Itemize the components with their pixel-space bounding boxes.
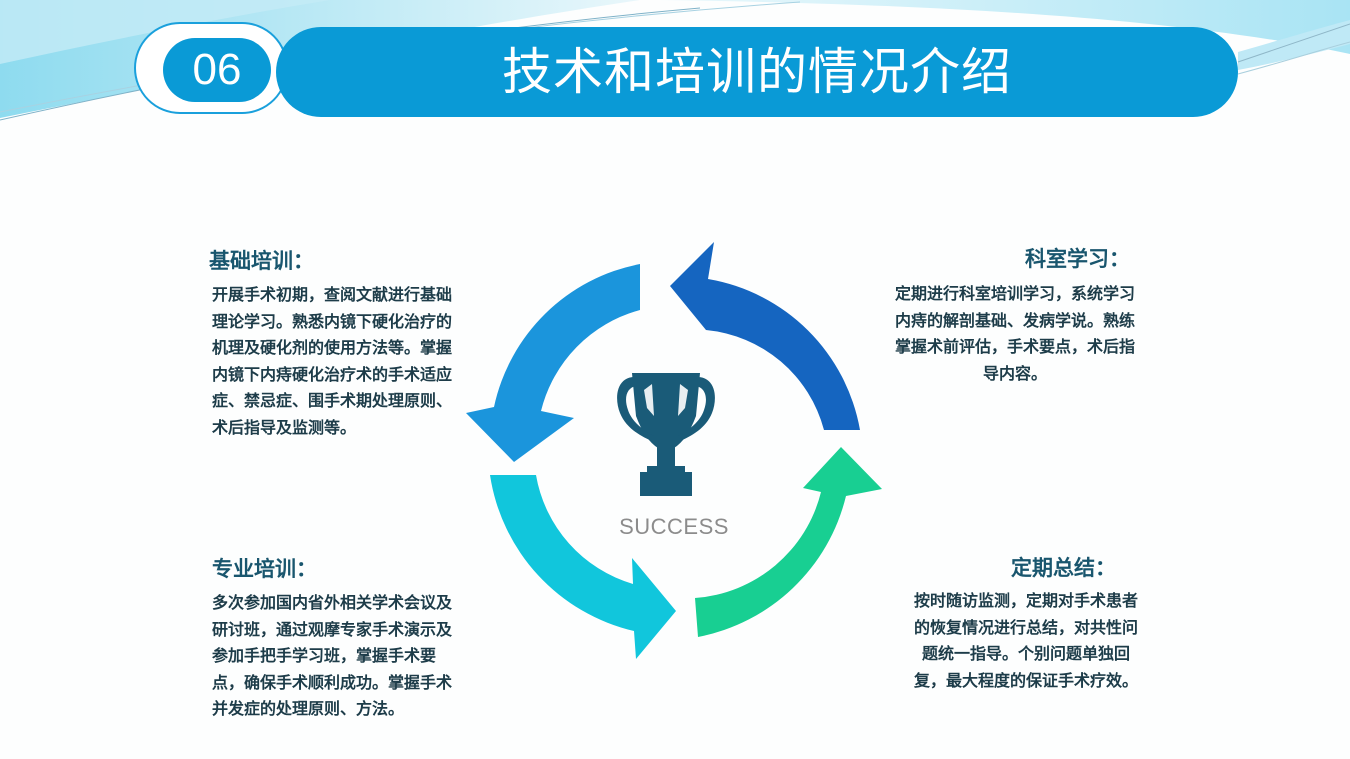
section-number-badge: 06 <box>163 38 271 102</box>
basic-training-heading: 基础培训： <box>209 249 314 273</box>
trophy-icon <box>617 373 715 496</box>
success-caption: SUCCESS <box>619 514 729 539</box>
arrow-top-left <box>466 264 640 462</box>
arrow-bottom-left <box>490 475 676 659</box>
department-study-text: 定期进行科室培训学习，系统学习内痔的解剖基础、发病学说。熟练掌握术前评估，手术要… <box>894 284 1135 383</box>
arrow-top-right <box>670 242 860 430</box>
periodic-summary-text: 按时随访监测，定期对手术患者的恢复情况进行总结，对共性问题统一指导。个别问题单独… <box>913 591 1138 690</box>
periodic-summary-heading: 定期总结： <box>1011 556 1116 580</box>
basic-training-text: 开展手术初期，查阅文献进行基础理论学习。熟悉内镜下硬化治疗的机理及硬化剂的使用方… <box>212 285 453 437</box>
page-title: 技术和培训的情况介绍 <box>502 43 1012 101</box>
professional-training-text: 多次参加国内省外相关学术会议及研讨班，通过观摩专家手术演示及参加手把手学习班，掌… <box>212 593 453 718</box>
title-bar: 技术和培训的情况介绍 <box>276 27 1238 117</box>
cycle-diagram <box>466 242 882 659</box>
professional-training-heading: 专业培训： <box>212 557 317 581</box>
department-study-heading: 科室学习： <box>1025 247 1130 271</box>
arrow-bottom-right <box>695 447 882 637</box>
